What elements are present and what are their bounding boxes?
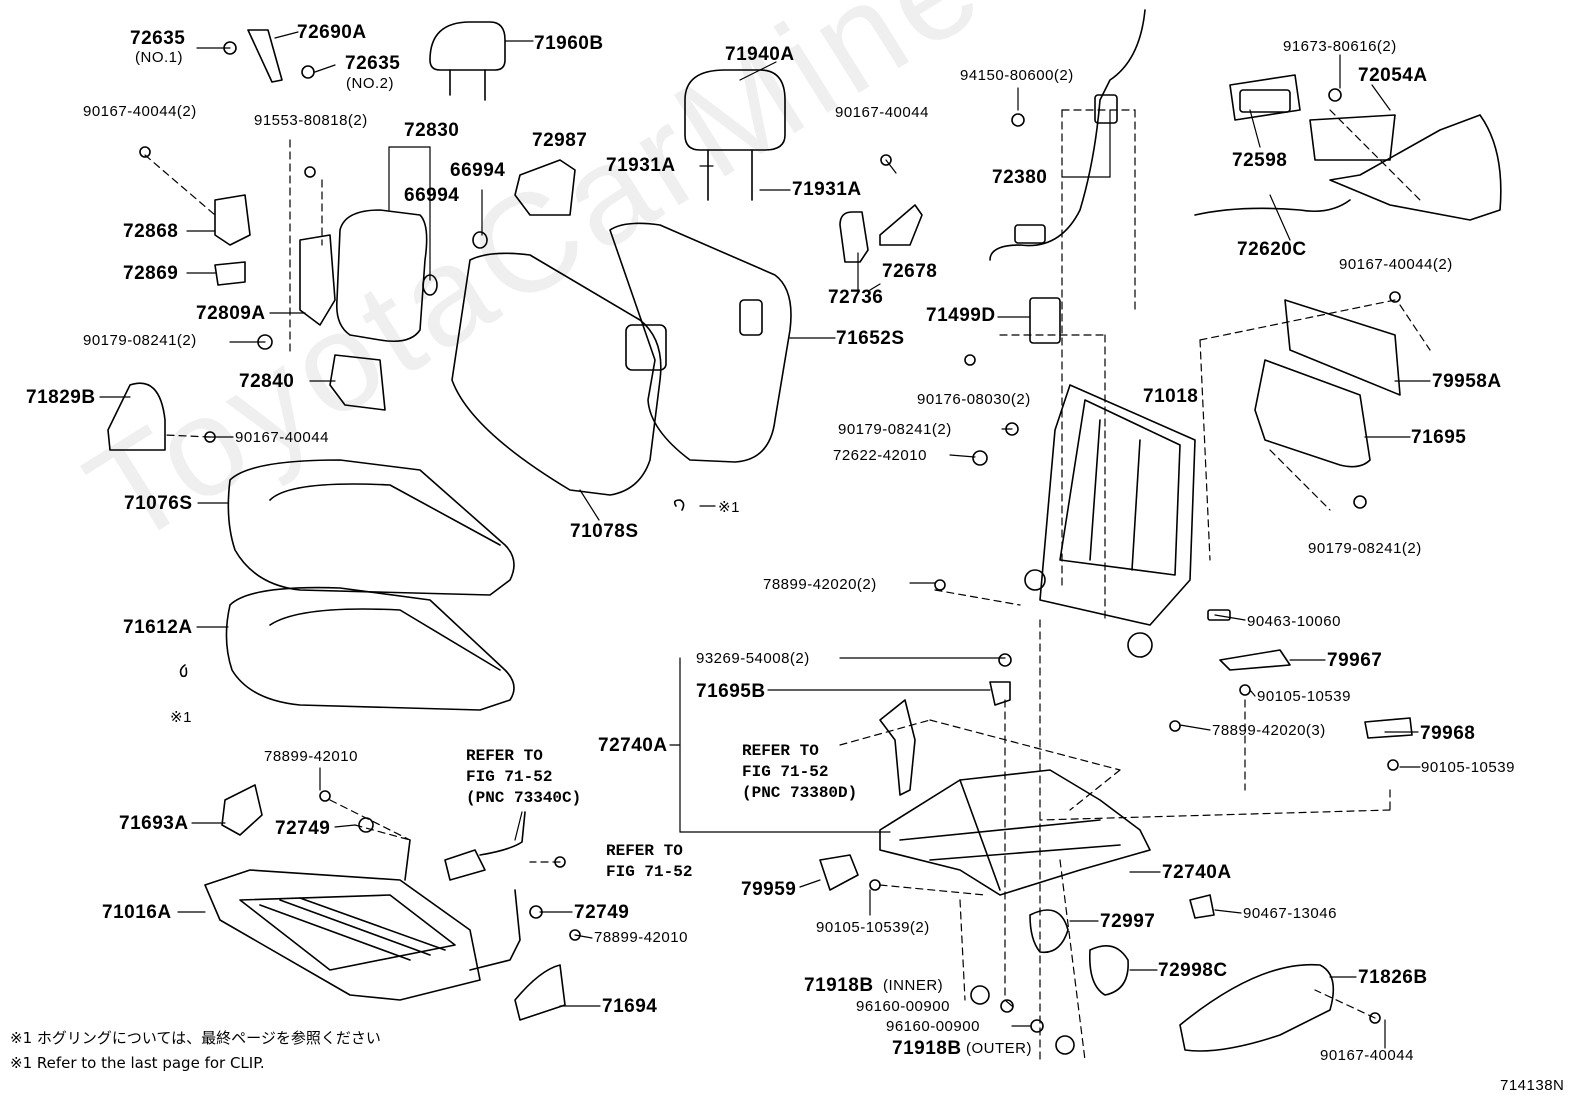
label-90167-40044-2-right: 90167-40044(2) (1339, 256, 1453, 273)
label-78899-42020-3: 78899-42020(3) (1212, 722, 1326, 739)
label-72678: 72678 (882, 261, 938, 282)
refer-fig-71-52: REFER TO FIG 71-52 (606, 842, 693, 881)
label-72809a: 72809A (196, 303, 266, 324)
label-90179-08241-mid: 90179-08241(2) (838, 421, 952, 438)
label-66994-b: 66994 (404, 185, 460, 206)
label-71918b-outer: 71918B (892, 1038, 962, 1059)
label-72380: 72380 (992, 167, 1048, 188)
label-79968: 79968 (1420, 723, 1476, 744)
label-78899-42010-bottom: 78899-42010 (594, 929, 688, 946)
label-72749-b: 72749 (574, 902, 630, 923)
label-94150-80600: 94150-80600(2) (960, 67, 1074, 84)
label-90167-40044-mid: 90167-40044 (835, 104, 929, 121)
label-78899-42020-2: 78899-42020(2) (763, 576, 877, 593)
label-71612a: 71612A (123, 617, 193, 638)
label-71940a: 71940A (725, 44, 795, 65)
label-90463-10060: 90463-10060 (1247, 613, 1341, 630)
refer-fig-71-52-73340c: REFER TO FIG 71-52 (PNC 73340C) (466, 747, 582, 807)
label-72740a-left: 72740A (598, 735, 668, 756)
footnote-japanese: ※1 ホグリングについては、最終ページを参照ください (10, 1029, 381, 1047)
label-93269-54008: 93269-54008(2) (696, 650, 810, 667)
label-71918b-inner: 71918B (804, 975, 874, 996)
label-71652s: 71652S (836, 328, 905, 349)
label-72598: 72598 (1232, 150, 1288, 171)
label-90105-10539-a: 90105-10539 (1257, 688, 1351, 705)
label-71695b: 71695B (696, 681, 766, 702)
label-79958a: 79958A (1432, 371, 1502, 392)
label-72987: 72987 (532, 130, 588, 151)
label-91553-80818: 91553-80818(2) (254, 112, 368, 129)
label-72997: 72997 (1100, 911, 1156, 932)
label-90167-40044-left: 90167-40044 (235, 429, 329, 446)
label-71078s: 71078S (570, 521, 639, 542)
label-79967: 79967 (1327, 650, 1383, 671)
label-72740a-right: 72740A (1162, 862, 1232, 883)
label-71960b: 71960B (534, 33, 604, 54)
clip-marker-2: ※1 (170, 709, 192, 726)
label-71499d: 71499D (926, 305, 996, 326)
label-72840: 72840 (239, 371, 295, 392)
label-71694: 71694 (602, 996, 658, 1017)
label-90105-10539-b: 90105-10539 (1421, 759, 1515, 776)
label-72635-no1: 72635 (130, 28, 186, 49)
label-72998c: 72998C (1158, 960, 1228, 981)
label-71918b-outer-sub: (OUTER) (966, 1040, 1032, 1057)
footnote-english: ※1 Refer to the last page for CLIP. (10, 1054, 265, 1072)
label-71931a-1: 71931A (606, 155, 676, 176)
clip-marker-1: ※1 (718, 499, 740, 516)
leader-lines (99, 31, 1431, 1049)
label-78899-42010-top: 78899-42010 (264, 748, 358, 765)
label-72622-42010: 72622-42010 (833, 447, 927, 464)
label-72690a: 72690A (297, 22, 367, 43)
refer-fig-71-52-73380d: REFER TO FIG 71-52 (PNC 73380D) (742, 742, 858, 802)
label-90167-40044-bottom-right: 90167-40044 (1320, 1047, 1414, 1064)
label-71076s: 71076S (124, 493, 193, 514)
label-71016a: 71016A (102, 902, 172, 923)
label-90467-13046: 90467-13046 (1243, 905, 1337, 922)
label-72736: 72736 (828, 287, 884, 308)
label-66994-a: 66994 (450, 160, 506, 181)
label-90176-08030: 90176-08030(2) (917, 391, 1031, 408)
label-72749-a: 72749 (275, 818, 331, 839)
label-90167-40044-2-left: 90167-40044(2) (83, 103, 197, 120)
dashed-lines (144, 109, 1431, 1061)
label-72830: 72830 (404, 120, 460, 141)
label-79959: 79959 (741, 879, 797, 900)
label-71826b: 71826B (1358, 967, 1428, 988)
label-71829b: 71829B (26, 387, 96, 408)
label-71693a: 71693A (119, 813, 189, 834)
label-96160-00900-b: 96160-00900 (886, 1018, 980, 1035)
label-72620c: 72620C (1237, 239, 1307, 260)
label-71931a-2: 71931A (792, 179, 862, 200)
label-96160-00900-a: 96160-00900 (856, 998, 950, 1015)
label-72635-no2: 72635 (345, 53, 401, 74)
label-72868: 72868 (123, 221, 179, 242)
label-90179-08241-left: 90179-08241(2) (83, 332, 197, 349)
label-90179-08241-right: 90179-08241(2) (1308, 540, 1422, 557)
label-72054a: 72054A (1358, 65, 1428, 86)
label-90105-10539-2: 90105-10539(2) (816, 919, 930, 936)
label-72635-no2-sub: (NO.2) (346, 75, 394, 92)
label-71695: 71695 (1411, 427, 1467, 448)
diagram-code: 714138N (1500, 1077, 1565, 1094)
label-72869: 72869 (123, 263, 179, 284)
label-71918b-inner-sub: (INNER) (883, 977, 944, 994)
label-72635-no1-sub: (NO.1) (135, 49, 183, 66)
part-shapes (107, 9, 1502, 1055)
label-91673-80616: 91673-80616(2) (1283, 38, 1397, 55)
label-71018: 71018 (1143, 386, 1199, 407)
